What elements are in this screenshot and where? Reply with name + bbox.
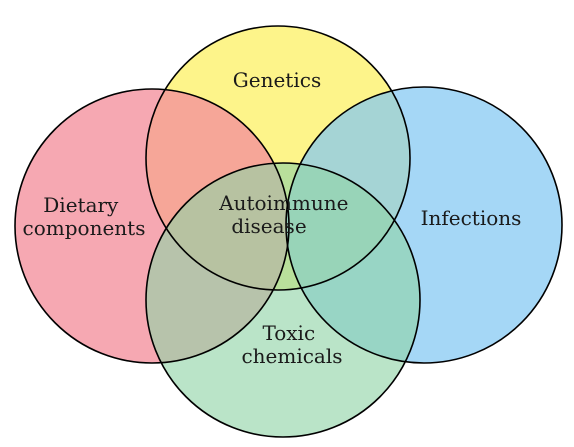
- infections-circle-outline: [285, 86, 563, 364]
- center-label: Autoimmune disease: [218, 191, 355, 238]
- genetics-circle-outline: [145, 25, 411, 291]
- dietary-label: Dietary components: [23, 193, 146, 240]
- dietary-label-line-2: components: [23, 216, 146, 240]
- infections-label-line: Infections: [421, 206, 522, 230]
- toxic-label-line-2: chemicals: [241, 344, 342, 368]
- toxic-circle: [146, 163, 420, 437]
- circle-fills: [15, 26, 562, 437]
- center-label-line-2: disease: [231, 214, 306, 238]
- genetics-label-line: Genetics: [233, 68, 321, 92]
- toxic-label-line-1: Toxic: [262, 321, 315, 345]
- toxic-label: Toxic chemicals: [241, 321, 342, 368]
- infections-label: Infections: [421, 206, 522, 230]
- genetics-label: Genetics: [233, 68, 321, 92]
- center-label-line-1: Autoimmune: [218, 191, 348, 215]
- dietary-circle-outline: [14, 88, 290, 364]
- toxic-circle-outline: [145, 162, 421, 438]
- circle-outlines: [14, 25, 563, 438]
- dietary-label-line-1: Dietary: [43, 193, 119, 217]
- labels: Genetics Dietary components Infections T…: [23, 68, 522, 368]
